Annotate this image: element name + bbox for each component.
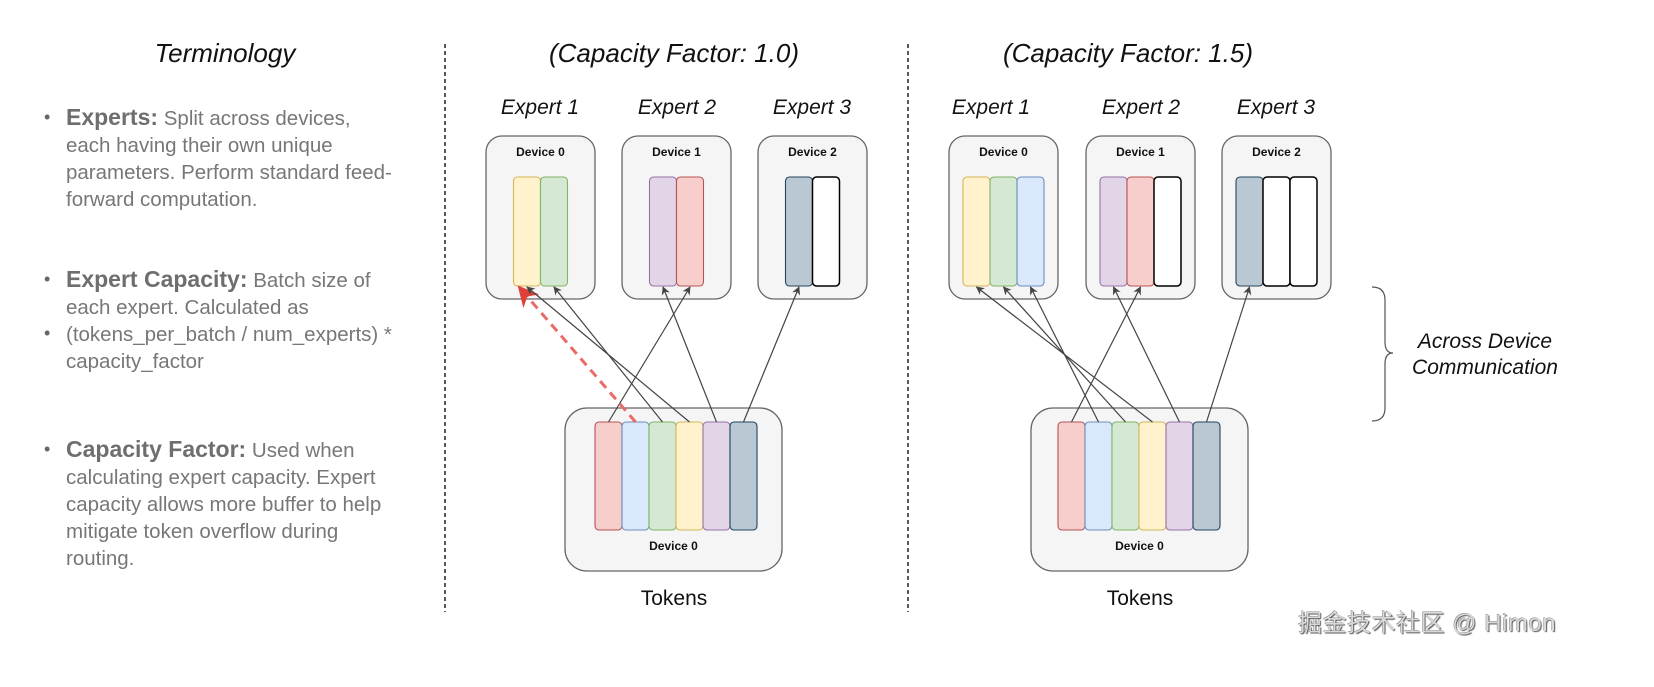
bullet-icon: • — [44, 439, 51, 459]
panel-title-cf-1-0: (Capacity Factor: 1.0) — [549, 38, 799, 68]
watermark: 掘金技术社区 @ Himon — [1298, 610, 1557, 637]
token-slate — [1192, 421, 1221, 531]
term-text: calculating expert capacity. Expert — [66, 466, 376, 489]
overflow-route-arrow — [517, 285, 637, 423]
tokens-label: Tokens — [640, 587, 708, 610]
term-text: capacity allows more buffer to help — [66, 493, 382, 516]
route-arrow — [975, 286, 1153, 423]
token-purple — [702, 421, 731, 531]
term-text: Used when — [246, 439, 355, 462]
token-red — [594, 421, 623, 531]
expert-slot-slate — [784, 176, 814, 287]
token-purple — [1165, 421, 1194, 531]
expert-label: Expert 1 — [500, 96, 580, 119]
term-text: parameters. Perform standard feed- — [66, 161, 392, 184]
annotation-line: Across Device — [1417, 330, 1553, 353]
terminology-title: Terminology — [154, 38, 296, 68]
route-arrow — [1070, 286, 1142, 423]
term-text: (tokens_per_batch / num_experts) * — [66, 323, 392, 346]
expert-slot-blue — [1016, 176, 1045, 287]
annotation-line: Communication — [1412, 356, 1558, 379]
term-name: Capacity Factor: — [66, 436, 247, 462]
term-item-expert-capacity: • • Expert Capacity: Batch size of each … — [40, 266, 440, 375]
term-item-capacity-factor: • Capacity Factor: Used when calculating… — [40, 436, 440, 572]
expert-label: Expert 2 — [1101, 96, 1181, 119]
term-name: Experts: — [66, 104, 159, 130]
empty-capacity-slot — [811, 176, 841, 287]
bullet-icon: • — [44, 107, 51, 127]
route-arrow — [742, 286, 801, 423]
device-label: Device 0 — [979, 145, 1028, 159]
device-label: Device 1 — [652, 145, 701, 159]
device-label: Device 0 — [516, 145, 565, 159]
route-arrow — [1112, 286, 1181, 423]
expert-slot-green — [989, 176, 1018, 287]
term-text: capacity_factor — [66, 350, 204, 373]
device-label: Device 1 — [1116, 145, 1165, 159]
route-arrow — [1205, 286, 1252, 423]
empty-capacity-slot — [1289, 176, 1318, 287]
expert-slot-purple — [648, 176, 678, 287]
token-blue — [621, 421, 650, 531]
expert-label: Expert 3 — [772, 96, 852, 119]
expert-slot-red — [675, 176, 705, 287]
term-text: each having their own unique — [66, 134, 333, 157]
device-label: Device 2 — [1252, 145, 1301, 159]
expert-slot-green — [539, 176, 569, 287]
token-slate — [729, 421, 758, 531]
empty-capacity-slot — [1153, 176, 1182, 287]
bullet-icon: • — [44, 269, 51, 289]
route-arrow — [661, 286, 718, 423]
term-text: mitigate token overflow during — [66, 520, 339, 543]
term-text: Split across devices, — [158, 107, 351, 130]
expert-slot-red — [1126, 176, 1155, 287]
device-label: Device 2 — [788, 145, 837, 159]
token-green — [648, 421, 677, 531]
term-item-experts: • Experts: Split across devices, each ha… — [40, 104, 440, 213]
term-name: Expert Capacity: — [66, 266, 248, 292]
expert-slot-yellow — [512, 176, 542, 287]
across-device-communication-label: Across Device Communication — [1400, 329, 1570, 381]
curly-brace-icon — [1371, 286, 1394, 422]
term-text: Batch size of — [247, 269, 371, 292]
empty-capacity-slot — [1262, 176, 1291, 287]
term-text: forward computation. — [66, 188, 258, 211]
expert-label: Expert 3 — [1236, 96, 1316, 119]
term-text: each expert. Calculated as — [66, 296, 309, 319]
bullet-icon: • — [44, 323, 51, 343]
route-arrow — [526, 286, 690, 423]
device-label: Device 0 — [649, 539, 698, 553]
token-yellow — [675, 421, 704, 531]
expert-slot-yellow — [962, 176, 991, 287]
token-red — [1057, 421, 1086, 531]
expert-label: Expert 2 — [637, 96, 717, 119]
tokens-label: Tokens — [1106, 587, 1174, 610]
term-text: routing. — [66, 547, 135, 570]
device-label: Device 0 — [1115, 539, 1164, 553]
token-yellow — [1138, 421, 1167, 531]
panel-title-cf-1-5: (Capacity Factor: 1.5) — [1003, 38, 1253, 68]
token-blue — [1084, 421, 1113, 531]
route-arrow — [607, 286, 691, 423]
expert-slot-purple — [1099, 176, 1128, 287]
expert-label: Expert 1 — [951, 96, 1031, 119]
token-green — [1111, 421, 1140, 531]
expert-slot-slate — [1235, 176, 1264, 287]
